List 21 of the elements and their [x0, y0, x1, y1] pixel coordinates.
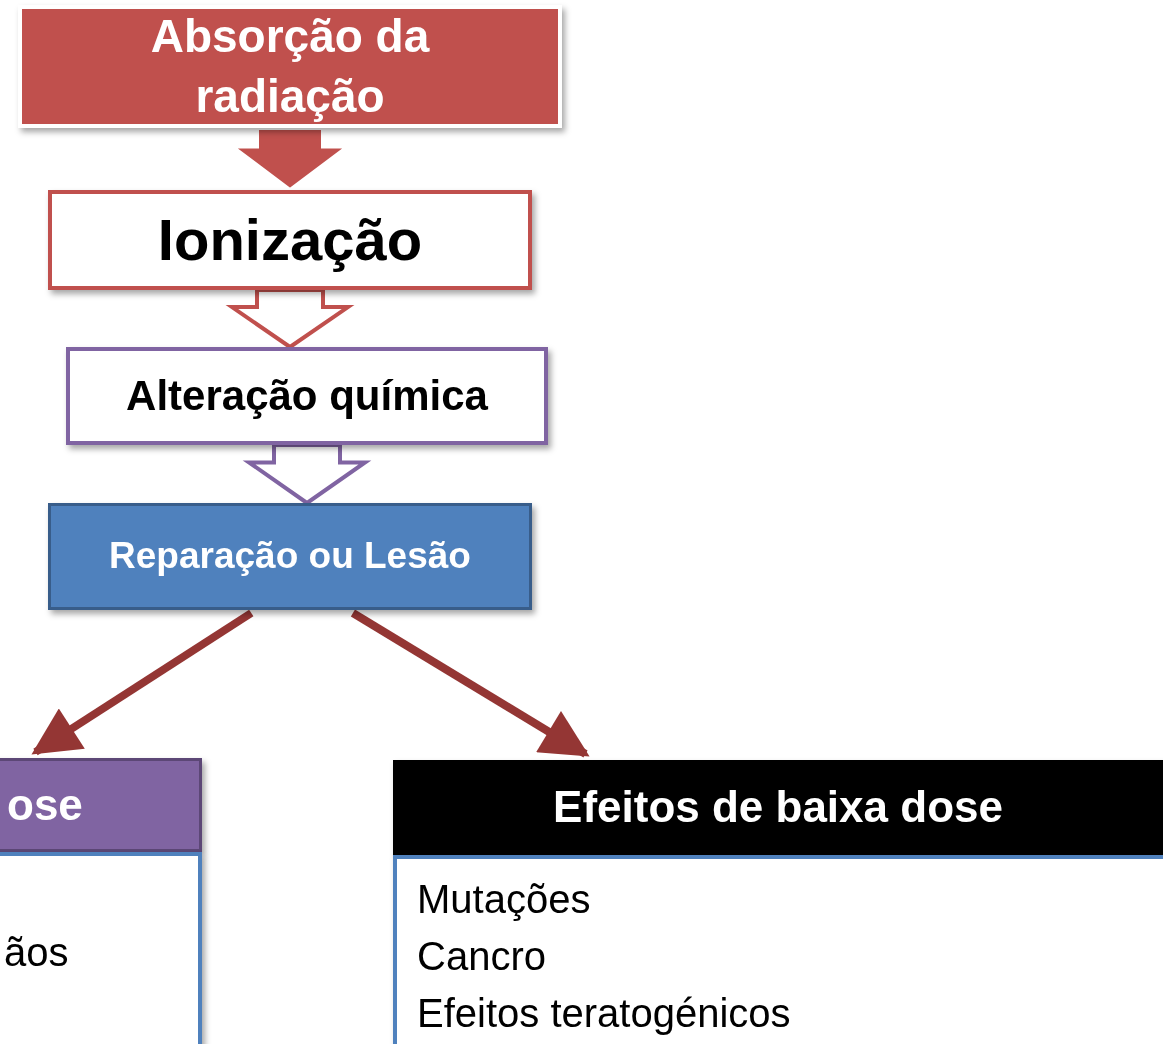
list-item: Mutações: [417, 876, 591, 923]
arrow: [31, 609, 254, 756]
header-text: ose: [7, 779, 83, 831]
arrow: [350, 609, 590, 758]
header-box: [393, 760, 1163, 855]
list-item: ãos: [4, 929, 69, 975]
header-box: [0, 758, 202, 852]
header-text: Efeitos de baixa dose: [553, 782, 1003, 833]
process-box: [66, 347, 548, 445]
block-arrow: [242, 443, 372, 506]
process-box: [48, 190, 532, 290]
list-item: Efeitos teratogénicos: [417, 990, 791, 1038]
box-label: Alteração química: [126, 371, 488, 421]
list-box: [0, 852, 202, 1044]
box-label: Ionização: [157, 206, 423, 274]
list-item: Cancro: [417, 933, 546, 981]
process-box: [48, 503, 532, 610]
box-label: Absorção da radiação: [149, 8, 431, 124]
box-label: Reparação ou Lesão: [109, 535, 471, 578]
block-arrow: [225, 288, 355, 350]
list-box: [393, 855, 1163, 1044]
